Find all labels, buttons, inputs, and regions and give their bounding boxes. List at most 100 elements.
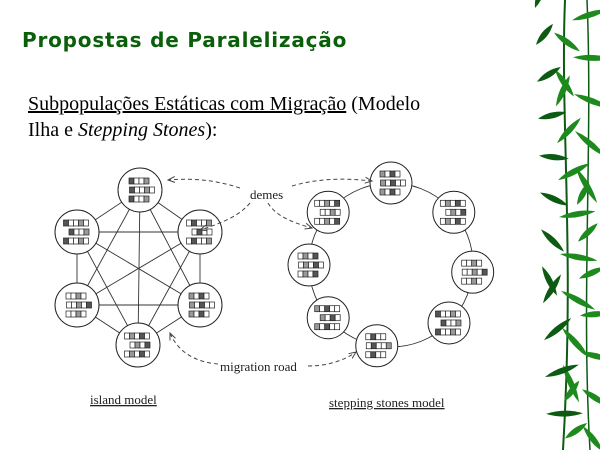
gene-box — [444, 217, 451, 225]
gene-box — [144, 341, 151, 349]
island-connections — [76, 189, 201, 346]
gene-box — [466, 268, 473, 276]
gene-box — [191, 219, 197, 227]
gene-box — [334, 323, 341, 331]
gene-box — [329, 208, 336, 216]
gene-box — [189, 301, 195, 309]
gene-box — [440, 319, 447, 327]
deme-node — [369, 161, 413, 205]
deme-node — [177, 282, 223, 328]
caption-stepping-stones-model: stepping stones model — [329, 395, 445, 410]
gene-box — [196, 237, 202, 245]
gene-box — [201, 228, 208, 236]
gene-box — [450, 208, 457, 216]
deme-node — [177, 209, 223, 255]
gene-box — [75, 310, 82, 318]
gene-box — [78, 219, 84, 227]
gene-box — [319, 314, 326, 322]
gene-box — [129, 332, 135, 340]
bamboo-leaf — [564, 380, 580, 402]
gene-box — [455, 310, 461, 318]
gene-box — [476, 259, 483, 267]
gene-box — [324, 208, 331, 216]
gene-box — [314, 217, 321, 225]
gene-box — [394, 188, 401, 196]
gene-box — [439, 199, 446, 207]
gene-box — [375, 342, 382, 350]
deme-node — [54, 209, 100, 255]
gene-box — [329, 199, 336, 207]
gene-box — [324, 305, 331, 313]
gene-box — [370, 342, 377, 350]
gene-box — [128, 177, 135, 185]
gene-box — [319, 305, 326, 313]
deme-node — [306, 190, 350, 234]
gene-box — [198, 310, 205, 318]
gene-box — [445, 208, 452, 216]
gene-box — [204, 301, 210, 309]
gene-box — [83, 237, 89, 245]
gene-box — [144, 332, 150, 340]
gene-box — [86, 301, 92, 309]
gene-box — [439, 217, 446, 225]
gene-box — [329, 217, 336, 225]
gene-box — [450, 328, 456, 336]
caption-island-model: island model — [90, 392, 157, 407]
bamboo-leaf — [574, 94, 600, 109]
gene-box — [303, 261, 309, 269]
gene-box — [454, 199, 461, 207]
gene-box — [334, 217, 341, 225]
gene-box — [206, 237, 212, 245]
bamboo-stem — [585, 0, 591, 450]
gene-box — [193, 292, 200, 300]
gene-box — [124, 332, 130, 340]
gene-box — [384, 170, 391, 178]
bamboo-leaf — [562, 327, 589, 358]
gene-box — [144, 350, 150, 358]
gene-box — [209, 301, 215, 309]
gene-box — [435, 328, 441, 336]
gene-box — [80, 310, 87, 318]
gene-box — [324, 314, 331, 322]
migration-road-label: migration road — [220, 359, 297, 374]
gene-box — [389, 170, 396, 178]
bamboo-leaf — [545, 364, 579, 377]
gene-box — [324, 199, 331, 207]
gene-box — [198, 292, 205, 300]
gene-box — [196, 219, 202, 227]
gene-box — [63, 219, 69, 227]
gene-box — [124, 350, 130, 358]
gene-box — [188, 292, 195, 300]
bamboo-leaf — [582, 389, 600, 407]
gene-box — [375, 351, 382, 359]
deme-node — [287, 243, 331, 287]
gene-box — [449, 217, 456, 225]
island-link — [137, 189, 141, 346]
gene-box — [334, 199, 341, 207]
gene-box — [193, 310, 200, 318]
bamboo-leaf — [556, 75, 570, 107]
bamboo-leaf — [559, 210, 596, 218]
gene-box — [68, 228, 75, 236]
gene-box — [70, 292, 77, 300]
gene-box — [78, 237, 84, 245]
demes-label: demes — [250, 187, 283, 202]
gene-box — [394, 170, 401, 178]
gene-box — [139, 186, 145, 194]
gene-box — [395, 179, 401, 187]
gene-box — [191, 228, 198, 236]
migration-road-arrow — [170, 333, 219, 365]
deme-node — [54, 282, 100, 328]
deme-node — [117, 167, 163, 213]
demes-arrow-right — [291, 179, 372, 187]
bamboo-leaf — [580, 311, 600, 318]
island-link — [76, 231, 201, 306]
gene-box — [389, 188, 396, 196]
bamboo-leaf — [560, 253, 598, 262]
gene-box — [139, 350, 145, 358]
gene-box — [149, 186, 155, 194]
gene-box — [454, 217, 461, 225]
gene-box — [380, 179, 386, 187]
subtitle-italic: Stepping Stones — [77, 119, 206, 141]
gene-box — [201, 237, 207, 245]
